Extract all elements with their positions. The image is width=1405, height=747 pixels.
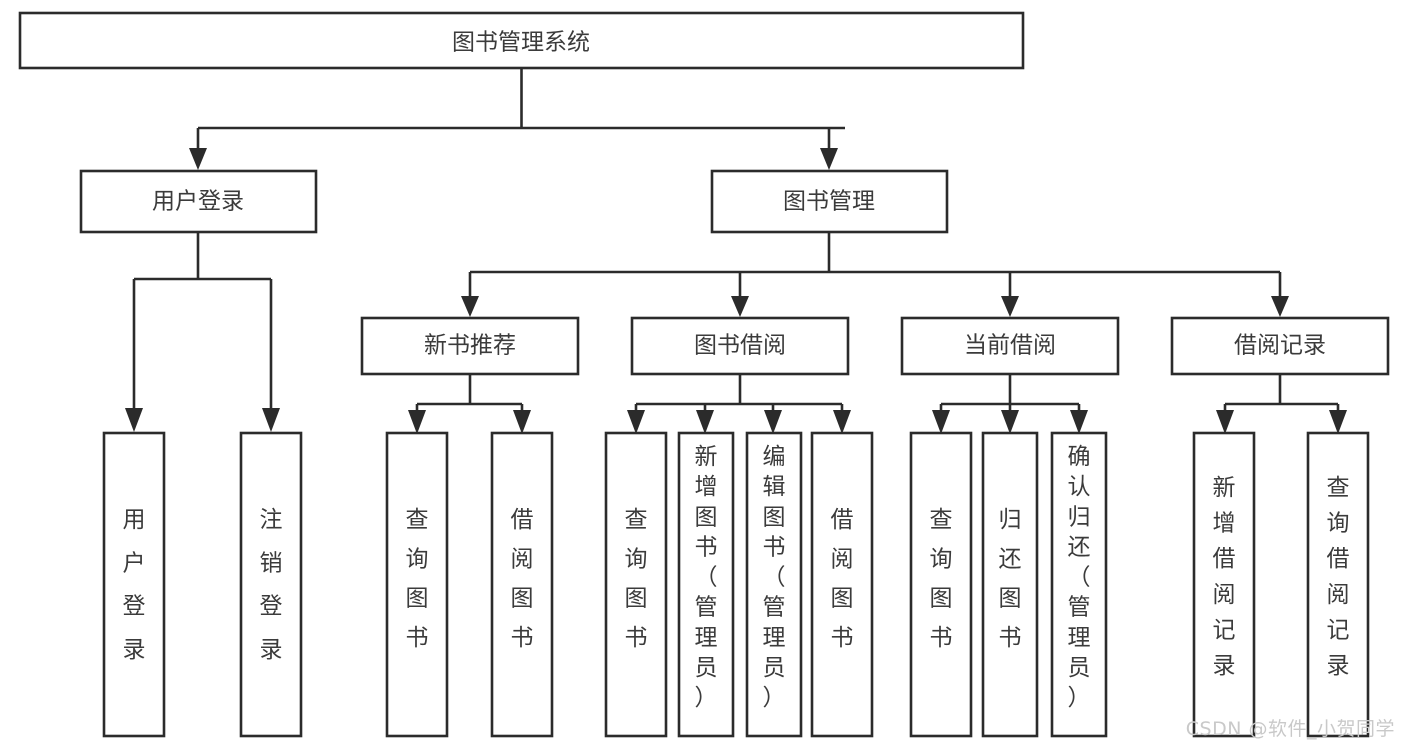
node-bookmgmt-label: 图书管理 [783,189,875,215]
arrow-head-leaf-user-logout [262,408,280,432]
node-root-label: 图书管理系统 [452,30,590,56]
node-login-box[interactable] [79,169,318,234]
arrow-head-leaf-add-record [1216,410,1234,434]
arrow-head-current [1001,296,1019,317]
node-leaf-add-book[interactable]: 新增图书（管理员） [677,431,735,738]
node-newbook[interactable]: 新书推荐 [360,316,580,376]
node-current[interactable]: 当前借阅 [900,316,1120,376]
node-leaf-return-book-label: 归还图书 [999,507,1022,651]
arrow-head-leaf-query-book-3 [932,410,950,434]
node-leaf-query-book-2-box[interactable] [604,431,668,738]
node-root-box[interactable] [18,11,1025,70]
node-leaf-add-record-label: 新增借阅记录 [1213,475,1236,679]
arrow-head-leaf-confirm-return [1070,410,1088,434]
node-leaf-user-logout[interactable]: 注销登录 [239,431,303,738]
arrow-head-leaf-edit-book [764,410,782,434]
node-leaf-edit-book[interactable]: 编辑图书（管理员） [745,431,803,738]
node-newbook-label: 新书推荐 [424,333,516,359]
node-bookmgmt-box[interactable] [710,169,949,234]
node-leaf-query-book-1[interactable]: 查询图书 [385,431,449,738]
node-current-label: 当前借阅 [964,333,1056,359]
arrow-head-bookmgmt [820,148,838,170]
node-leaf-query-book-3-label: 查询图书 [930,507,953,651]
arrow-head-leaf-borrow-book-1 [513,410,531,434]
node-leaf-borrow-book-2[interactable]: 借阅图书 [810,431,874,738]
node-leaf-add-record[interactable]: 新增借阅记录 [1192,431,1256,738]
arrow-head-leaf-add-book [696,410,714,434]
node-newbook-box[interactable] [360,316,580,376]
node-leaf-user-login-label: 用户登录 [123,507,146,663]
arrow-head-borrow [731,296,749,317]
node-borrow-label: 图书借阅 [694,333,786,359]
node-borrow-box[interactable] [630,316,850,376]
arrow-head-leaf-return-book [1001,410,1019,434]
node-login[interactable]: 用户登录 [79,169,318,234]
node-records-box[interactable] [1170,316,1390,376]
arrow-head-leaf-query-record [1329,410,1347,434]
node-borrow[interactable]: 图书借阅 [630,316,850,376]
node-leaf-query-book-3[interactable]: 查询图书 [909,431,973,738]
node-leaf-edit-book-box[interactable] [745,431,803,738]
arrow-head-records [1271,296,1289,317]
node-leaf-borrow-book-2-label: 借阅图书 [831,507,854,651]
node-current-box[interactable] [900,316,1120,376]
node-leaf-query-book-2[interactable]: 查询图书 [604,431,668,738]
connector-layer [125,68,1347,434]
node-leaf-return-book-box[interactable] [981,431,1039,738]
arrow-head-leaf-query-book-1 [408,410,426,434]
node-leaf-query-book-2-label: 查询图书 [625,507,648,651]
node-leaf-add-record-box[interactable] [1192,431,1256,738]
node-leaf-borrow-book-1-box[interactable] [490,431,554,738]
node-leaf-user-login-box[interactable] [102,431,166,738]
node-leaf-borrow-book-1[interactable]: 借阅图书 [490,431,554,738]
node-leaf-user-logout-box[interactable] [239,431,303,738]
node-leaf-query-record-box[interactable] [1306,431,1370,738]
node-leaf-user-logout-label: 注销登录 [260,507,283,663]
node-leaf-user-login[interactable]: 用户登录 [102,431,166,738]
arrow-head-leaf-user-login [125,408,143,432]
node-leaf-confirm-return-box[interactable] [1050,431,1108,738]
node-leaf-add-book-label: 新增图书（管理员） [695,444,718,711]
node-login-label: 用户登录 [152,189,244,215]
arrow-head-newbook [461,296,479,317]
node-leaf-borrow-book-2-box[interactable] [810,431,874,738]
node-leaf-return-book[interactable]: 归还图书 [981,431,1039,738]
node-bookmgmt[interactable]: 图书管理 [710,169,949,234]
node-leaf-borrow-book-1-label: 借阅图书 [511,507,534,651]
node-root[interactable]: 图书管理系统 [18,11,1025,70]
arrow-head-leaf-query-book-2 [627,410,645,434]
node-records-label: 借阅记录 [1234,333,1326,359]
node-leaf-add-book-box[interactable] [677,431,735,738]
node-leaf-confirm-return[interactable]: 确认归还（管理员） [1050,431,1108,738]
node-leaf-query-book-1-box[interactable] [385,431,449,738]
node-leaf-query-record[interactable]: 查询借阅记录 [1306,431,1370,738]
node-leaf-query-book-1-label: 查询图书 [406,507,429,651]
node-leaf-confirm-return-label: 确认归还（管理员） [1068,444,1091,711]
node-leaf-edit-book-label: 编辑图书（管理员） [763,444,786,711]
arrow-head-login [189,148,207,170]
node-records[interactable]: 借阅记录 [1170,316,1390,376]
arrow-head-leaf-borrow-book-2 [833,410,851,434]
node-leaf-query-record-label: 查询借阅记录 [1327,475,1350,679]
node-leaf-query-book-3-box[interactable] [909,431,973,738]
